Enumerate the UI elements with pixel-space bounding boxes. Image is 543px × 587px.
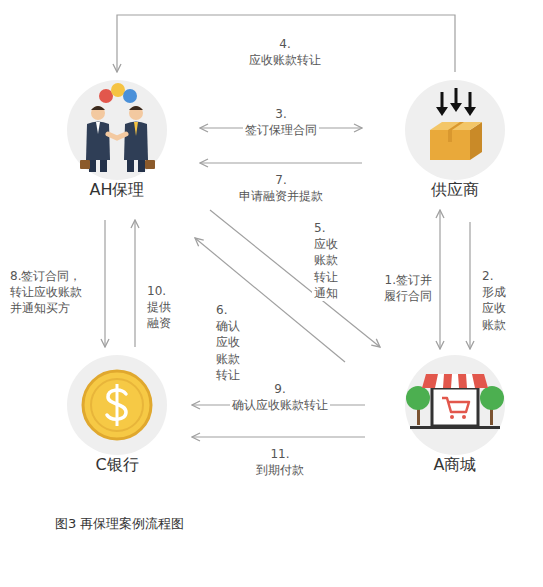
box-icon-part	[448, 122, 464, 130]
node-label: AH保理	[62, 180, 172, 200]
edge-label: 7.申请融资并提款	[237, 172, 325, 204]
handshake-icon-part	[138, 160, 145, 172]
node-label: 供应商	[400, 180, 510, 200]
shop-icon-part	[410, 426, 500, 429]
flow-arrow	[117, 15, 455, 72]
flow-arrow	[439, 210, 440, 349]
handshake-icon-part	[67, 80, 167, 180]
supplier-node: 供应商	[400, 80, 510, 200]
handshake-icon-part	[99, 89, 113, 103]
edge-label: 9.确认应收账款转让	[230, 381, 330, 413]
flow-arrow	[469, 222, 470, 349]
bank-node: C银行	[62, 355, 172, 475]
coin-icon-part	[67, 355, 167, 455]
flow-arrow	[104, 220, 105, 347]
handshake-icon-part	[129, 106, 143, 110]
coin-icon-part	[83, 371, 151, 439]
node-label: A商城	[400, 455, 510, 475]
shop-icon-part	[422, 374, 488, 388]
box-icon-part-part	[450, 103, 462, 112]
box-icon-part	[405, 80, 505, 180]
handshake-icon-part	[91, 106, 105, 120]
box-icon-part	[448, 130, 452, 142]
figure-caption: 图3 再保理案例流程图	[55, 515, 184, 533]
edge-label: 6.确认 应收 账款 转让	[214, 302, 242, 383]
coin-icon-part	[116, 384, 119, 426]
edge-label: 4.应收账款转让	[247, 36, 323, 68]
handshake-icon-part	[124, 122, 148, 161]
shop-icon-part	[480, 386, 504, 410]
handshake-icon-part	[127, 160, 134, 172]
box-icon-part-part	[464, 107, 476, 116]
shop-icon-part	[442, 398, 469, 412]
edge-label: 10.提供 融资	[145, 283, 173, 332]
edge-label: 5.应收 账款 转让 通知	[312, 220, 340, 301]
edge-label: 8.签订合同， 转让应收账款 并通知买方	[8, 268, 84, 317]
box-icon-part	[430, 130, 470, 160]
shop-icon-part	[462, 415, 466, 419]
handshake-icon-part	[123, 89, 137, 103]
shop-icon-part	[450, 415, 454, 419]
mall-node: A商城	[400, 355, 510, 475]
handshake-icon-part	[134, 122, 138, 136]
box-icon-part-part	[441, 92, 444, 108]
handshake-icon-part	[80, 160, 90, 169]
coin-icon-part	[91, 379, 143, 431]
box-icon-part-part	[455, 88, 458, 104]
shop-icon-part	[435, 374, 475, 388]
handshake-icon-part	[111, 83, 125, 97]
edge-label: 2.形成 应收 账款	[480, 268, 508, 333]
factor-node: AH保理	[62, 80, 172, 200]
flow-arrow	[192, 436, 365, 437]
shop-icon-part	[406, 386, 430, 410]
handshake-icon-part	[91, 106, 105, 110]
node-label: C银行	[62, 455, 172, 475]
box-icon-part	[436, 103, 476, 116]
box-icon-part-part	[469, 92, 472, 108]
shop-icon-part	[405, 355, 505, 455]
edge-label: 3.签订保理合同	[243, 106, 319, 138]
handshake-icon-part	[100, 160, 107, 172]
handshake-icon-part	[108, 134, 126, 138]
flow-arrow	[134, 220, 135, 347]
handshake-icon-part	[96, 122, 100, 134]
edge-label: 11.到期付款	[254, 446, 306, 478]
flow-arrow	[200, 162, 362, 163]
box-icon-part	[430, 122, 482, 130]
edge-label: 1.签订并 履行合同	[382, 272, 434, 304]
handshake-icon-part	[129, 106, 143, 120]
handshake-icon	[67, 80, 167, 180]
coin-icon	[67, 355, 167, 455]
box-icon	[405, 80, 505, 180]
shop-icon-part	[432, 388, 478, 426]
handshake-icon-part	[89, 160, 96, 172]
handshake-icon-part	[86, 122, 110, 161]
shop-icon	[405, 355, 505, 455]
box-icon-part-part	[436, 107, 448, 116]
handshake-icon-part	[145, 160, 155, 169]
